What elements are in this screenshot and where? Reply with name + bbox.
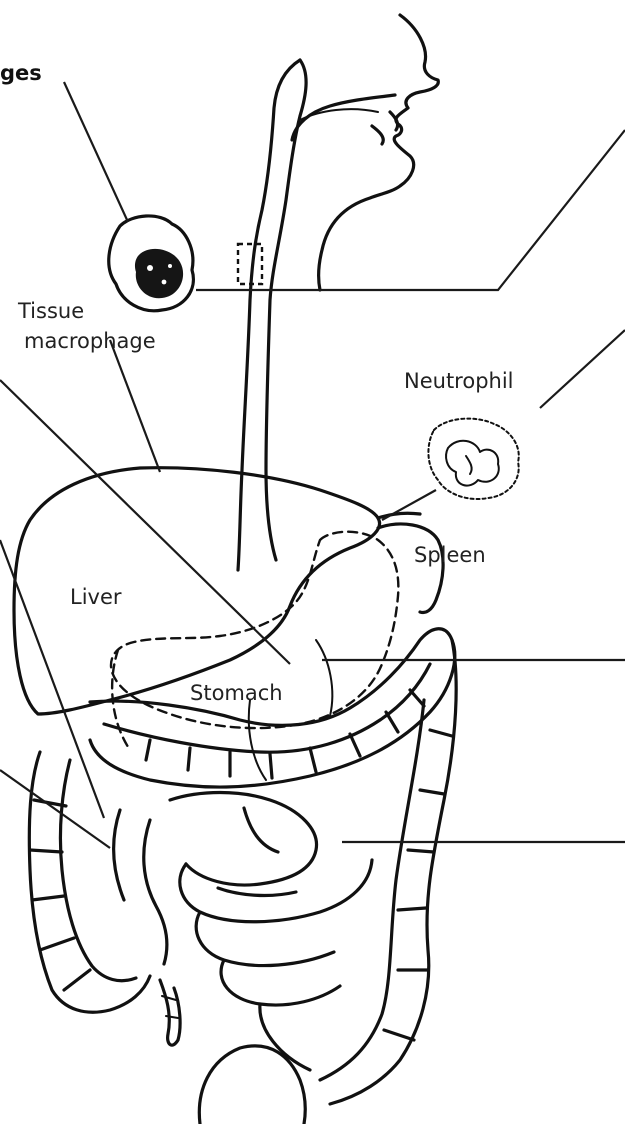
label-spleen: Spleen — [414, 543, 486, 567]
transverse-colon — [90, 629, 455, 787]
leader-lines — [0, 82, 625, 848]
esophagus — [238, 60, 306, 570]
label-cut-top-left: ges — [0, 61, 42, 85]
label-liver: Liver — [70, 585, 122, 609]
leader-tissue-macrophage — [110, 340, 160, 472]
stomach — [111, 532, 398, 750]
ascending-colon — [29, 752, 150, 1012]
label-macrophage: macrophage — [24, 329, 156, 353]
leader-neutrophil — [540, 330, 625, 408]
leader-macrophage-right — [196, 130, 625, 290]
neutrophil-cell — [428, 419, 518, 499]
label-stomach: Stomach — [190, 681, 283, 705]
head-profile — [292, 15, 438, 290]
leader-neutrophil-cell — [382, 490, 436, 520]
leader-macrophages — [64, 82, 128, 222]
spleen — [378, 524, 443, 613]
tissue-macrophage-cell — [109, 216, 194, 311]
leader-stomach-left — [0, 380, 290, 664]
leader-left-2 — [0, 770, 110, 848]
label-neutrophil: Neutrophil — [404, 369, 514, 393]
leader-left-1 — [0, 540, 104, 818]
appendix — [160, 980, 180, 1045]
label-tissue: Tissue — [17, 299, 84, 323]
small-intestine — [114, 793, 372, 1071]
